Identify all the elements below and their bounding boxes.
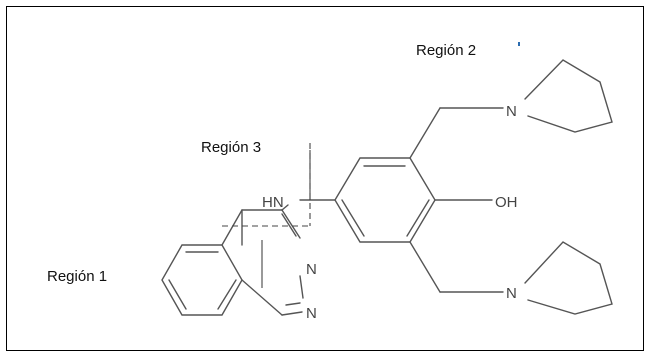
atom-n-pyrrolidine-top: N [506, 103, 517, 120]
marker-dot [518, 42, 520, 46]
pyrrolidine-bottom [524, 241, 613, 315]
atom-n-ring-top: N [306, 261, 317, 278]
region-2-label: Región 2 [416, 42, 476, 59]
atom-hn: HN [262, 194, 284, 211]
phenol-ring [334, 157, 436, 243]
phthalazine-ring-system [161, 209, 304, 316]
atom-n-pyrrolidine-bottom: N [506, 285, 517, 302]
atom-oh: OH [495, 194, 518, 211]
atom-n-ring-bottom: N [306, 305, 317, 322]
pyrrolidine-top [524, 59, 613, 133]
region-cut-lines [222, 143, 311, 288]
region-1-label: Región 1 [47, 268, 107, 285]
diagram-frame [6, 6, 644, 351]
region-3-label: Región 3 [201, 139, 261, 156]
